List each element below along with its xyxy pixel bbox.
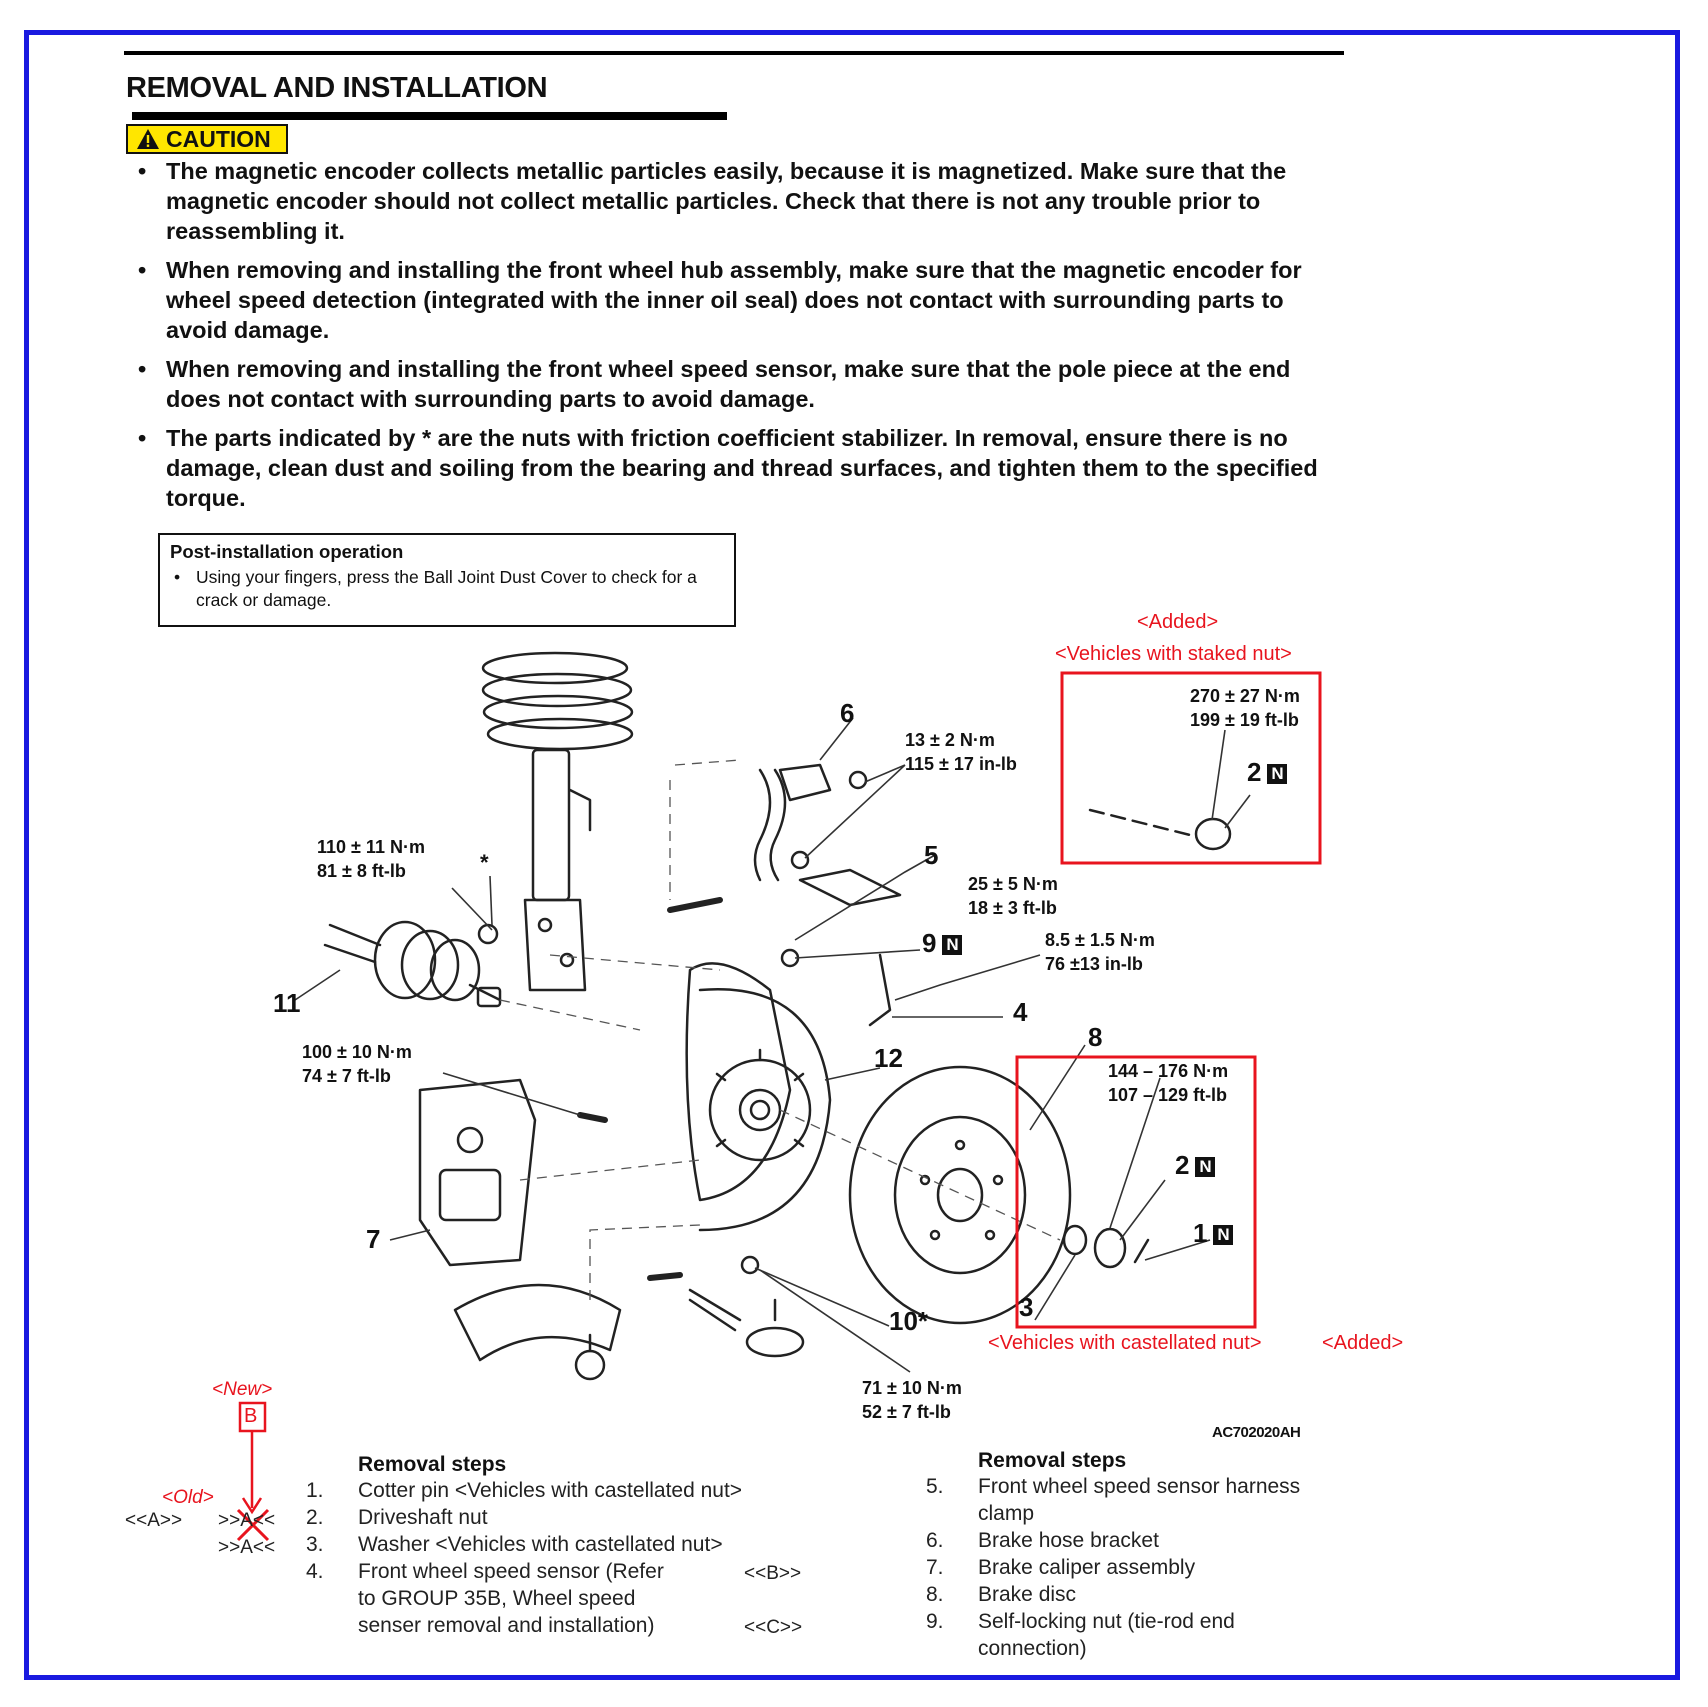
torque-label: 18 ± 3 ft-lb [968, 898, 1057, 918]
callout-6: 6 [840, 698, 855, 728]
step-item: 8.Brake disc [926, 1583, 1077, 1606]
hub-nut-illustration [1062, 1224, 1150, 1269]
page-border [24, 30, 1680, 1680]
staked-nut-frame [1060, 671, 1322, 865]
caution-badge: CAUTION [126, 124, 288, 154]
torque-label: 199 ± 19 ft-lb [1190, 710, 1299, 730]
castellated-nut-frame [1015, 1055, 1257, 1329]
removal-steps-heading: Removal steps [358, 1453, 507, 1476]
figure-code: AC702020AH [1212, 1424, 1301, 1441]
torque-label: 71 ± 10 N·m [862, 1378, 962, 1398]
torque-label: 13 ± 2 N·m [905, 730, 995, 750]
staked-nut-caption: <Vehicles with staked nut> [1055, 643, 1292, 665]
step-item: 3.Washer <Vehicles with castellated nut> [306, 1533, 723, 1556]
step-item: 7.Brake caliper assembly [926, 1556, 1196, 1579]
torque-label: 115 ± 17 in-lb [905, 754, 1017, 774]
torque-label: 100 ± 10 N·m [302, 1042, 412, 1062]
speed-sensor-illustration [868, 953, 892, 1027]
removal-steps-left: Removal steps 1.Cotter pin <Vehicles wit… [306, 1453, 742, 1639]
callout-12: 12 [874, 1043, 903, 1073]
step-item: 1.Cotter pin <Vehicles with castellated … [306, 1479, 743, 1502]
knuckle-illustration [685, 962, 812, 1202]
step-item: 5.Front wheel speed sensor harness [926, 1475, 1301, 1498]
added-label-bottom: <Added> [1322, 1332, 1404, 1354]
old-label: <Old> [162, 1487, 214, 1508]
brake-disc-illustration [848, 1065, 1072, 1325]
new-label: <New> [212, 1379, 273, 1400]
torque-label: 110 ± 11 N·m [317, 837, 425, 857]
torque-label: 270 ± 27 N·m [1190, 686, 1300, 706]
callout-7: 7 [366, 1224, 381, 1254]
caution-item: The magnetic encoder collects metallic p… [136, 156, 1346, 246]
caution-item: When removing and installing the front w… [136, 255, 1346, 345]
caution-item: The parts indicated by * are the nuts wi… [136, 423, 1346, 513]
title-underline [132, 112, 727, 120]
removal-steps-heading: Removal steps [978, 1449, 1127, 1472]
strut-illustration [523, 748, 592, 992]
lower-arm-illustration [453, 1283, 622, 1381]
warning-icon [137, 129, 159, 149]
code-a-struck: >>A<< [218, 1510, 276, 1531]
step-item: 9.Self-locking nut (tie-rod end [926, 1610, 1235, 1633]
castellated-nut-caption: <Vehicles with castellated nut> [988, 1332, 1262, 1354]
caution-label: CAUTION [166, 125, 271, 152]
removal-steps-right: Removal steps 5.Front wheel speed sensor… [926, 1449, 1300, 1662]
post-installation-heading: Post-installation operation [170, 541, 404, 562]
dust-shield-illustration [698, 987, 832, 1232]
code-a-left: <<A>> [125, 1510, 183, 1531]
torque-label: 8.5 ± 1.5 N·m [1045, 930, 1155, 950]
torque-label: 52 ± 7 ft-lb [862, 1402, 951, 1422]
staked-axis [1088, 808, 1192, 837]
callout-4: 4 [1013, 997, 1028, 1027]
tie-rod-illustration [688, 1288, 805, 1358]
step-item: 4.Front wheel speed sensor (Refer [306, 1560, 664, 1583]
staked-nut-illustration [1194, 817, 1232, 851]
caliper-illustration [418, 1078, 537, 1267]
caution-list: The magnetic encoder collects metallic p… [136, 156, 1346, 522]
torque-label: 81 ± 8 ft-lb [317, 861, 406, 881]
callout-8: 8 [1088, 1022, 1103, 1052]
torque-label: 74 ± 7 ft-lb [302, 1066, 391, 1086]
step-item: 6.Brake hose bracket [926, 1529, 1159, 1552]
code-c: <<C>> [744, 1617, 803, 1638]
step-item: connection) [978, 1637, 1087, 1660]
code-b: <<B>> [744, 1563, 802, 1584]
coil-spring-illustration [481, 651, 634, 751]
callout-5: 5 [924, 840, 939, 870]
page-title: REMOVAL AND INSTALLATION [126, 72, 548, 104]
caution-item: When removing and installing the front w… [136, 354, 1346, 414]
torque-label: 25 ± 5 N·m [968, 874, 1058, 894]
added-label-top: <Added> [1137, 611, 1219, 633]
torque-label: 144 – 176 N·m [1108, 1061, 1229, 1081]
post-installation-item: Using your fingers, press the Ball Joint… [170, 566, 724, 612]
friction-nut-marker: * [480, 850, 489, 875]
torque-label: 107 – 129 ft-lb [1108, 1085, 1228, 1105]
step-item: senser removal and installation) [358, 1614, 655, 1637]
post-installation-box: Post-installation operation Using your f… [158, 533, 736, 627]
top-rule [124, 51, 1344, 55]
new-code: B [244, 1405, 258, 1427]
step-item: 2.Driveshaft nut [306, 1506, 488, 1529]
step-item: to GROUP 35B, Wheel speed [358, 1587, 636, 1610]
callout-11: 11 [273, 988, 301, 1018]
code-a-step3: >>A<< [218, 1537, 276, 1558]
driveshaft-illustration [323, 920, 502, 1008]
brake-hose-illustration [753, 763, 902, 907]
strike-mark [236, 1508, 270, 1542]
torque-label: 76 ±13 in-lb [1045, 954, 1143, 974]
callout-3: 3 [1019, 1292, 1034, 1322]
step-item: clamp [978, 1502, 1035, 1525]
callout-10: 10* [889, 1306, 929, 1336]
